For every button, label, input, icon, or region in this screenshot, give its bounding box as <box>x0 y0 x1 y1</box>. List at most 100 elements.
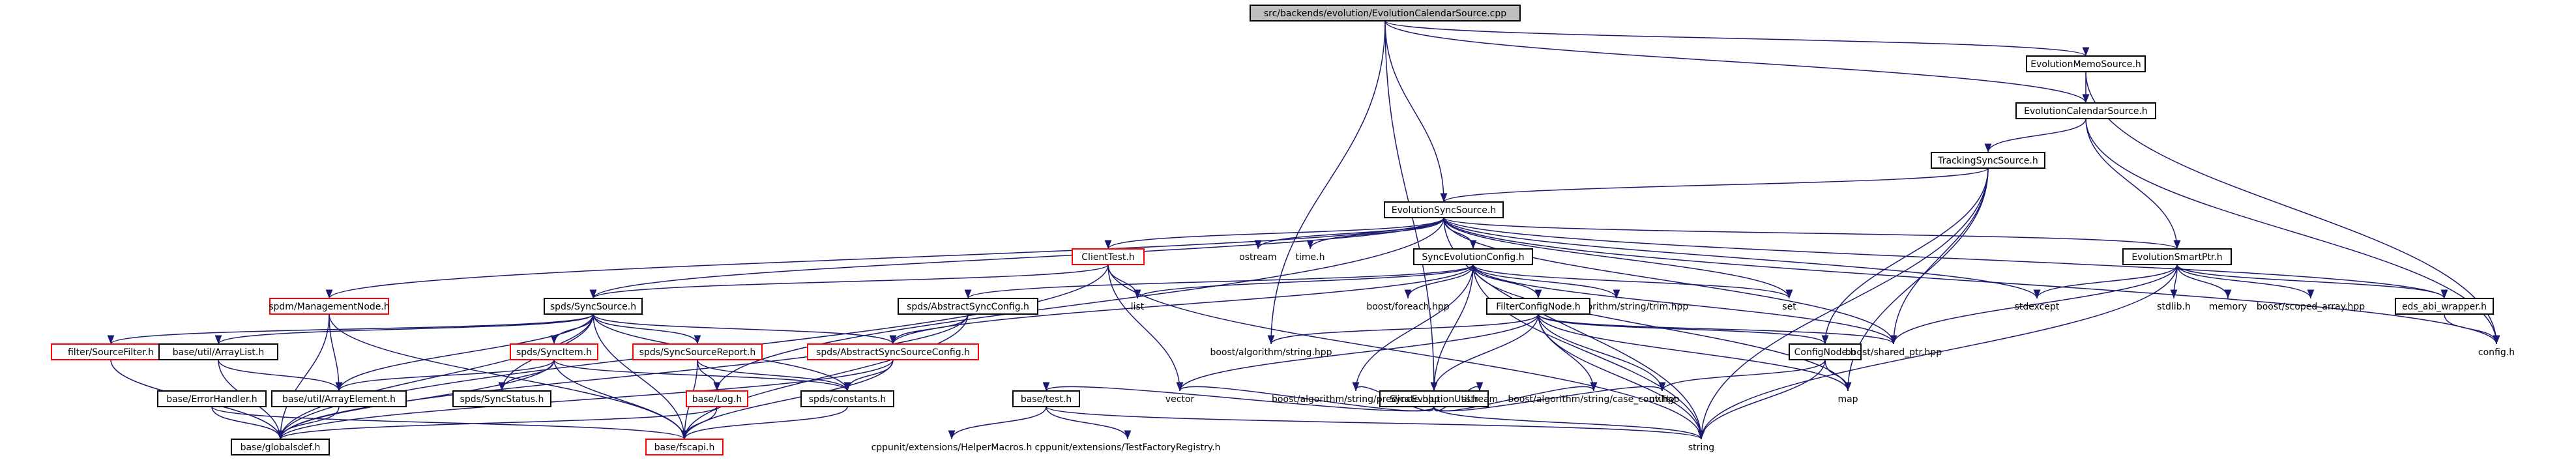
edge-syncevoutil-to-utility <box>1433 382 1666 412</box>
node-label: string <box>1688 442 1714 453</box>
node-box <box>1931 152 2045 169</box>
graph-node-filterconfignode[interactable]: FilterConfigNode.h <box>1486 298 1590 315</box>
graph-node-syncsourcereport[interactable]: spds/SyncSourceReport.h <box>632 343 763 360</box>
node-box <box>1012 390 1080 407</box>
node-label: spds/AbstractSyncConfig.h <box>907 302 1029 312</box>
edge-filterconfignode-to-map <box>1538 313 1852 392</box>
graph-node-globaldef[interactable]: base/globalsdef.h <box>231 439 330 455</box>
edge-evsync-to-clienttest <box>1104 217 1444 250</box>
node-label: EvolutionCalendarSource.h <box>2024 106 2148 117</box>
graph-node-confignode[interactable]: ConfigNode.h <box>1789 343 1862 360</box>
graph-node-predicate: boost/algorithm/string/predicate.hpp <box>1272 394 1440 405</box>
node-label: base/fscapi.h <box>654 442 715 453</box>
edge-basetest-to-helpermacros <box>948 406 1047 440</box>
node-label: vector <box>1165 394 1195 405</box>
graph-node-abssyncsourceconfig[interactable]: spds/AbstractSyncSourceConfig.h <box>807 343 979 360</box>
node-label: ostream <box>1239 252 1277 263</box>
graph-node-boostalgostring: boost/algorithm/string.hpp <box>1210 347 1332 358</box>
edge-filterconfignode-to-syncevoutil <box>1430 313 1539 392</box>
node-label: base/test.h <box>1021 394 1072 405</box>
edge-abssyncsourceconfig-to-globaldef <box>276 359 894 440</box>
graph-node-arrayelement[interactable]: base/util/ArrayElement.h <box>271 390 407 407</box>
edge-constants-to-fscapi <box>681 406 848 440</box>
node-label: spds/SyncItem.h <box>516 347 592 358</box>
node-label: base/util/ArrayElement.h <box>282 394 396 405</box>
graph-node-syncevoutil[interactable]: SyncEvolutionUtil.h <box>1379 390 1489 407</box>
node-label: base/globalsdef.h <box>241 442 321 453</box>
graph-node-filtersource[interactable]: filter/SourceFilter.h <box>51 343 171 360</box>
edge-basetest-to-testfactory <box>1046 406 1132 440</box>
graph-node-logh[interactable]: base/Log.h <box>686 390 748 407</box>
edge-root-to-evsync <box>1384 20 1448 203</box>
graph-node-root[interactable]: src/backends/evolution/EvolutionCalendar… <box>1250 5 1521 22</box>
node-label: boost/algorithm/string/case_conv.hpp <box>1508 394 1679 405</box>
node-label: SyncEvolutionConfig.h <box>1422 252 1524 263</box>
edge-evsync-to-spdssyncsource <box>589 217 1444 299</box>
edge-syncitem-to-arrayelement <box>335 359 555 392</box>
edge-basetest-to-string <box>1046 406 1705 440</box>
graph-node-evsync[interactable]: EvolutionSyncSource.h <box>1384 201 1504 218</box>
node-box <box>452 390 551 407</box>
node-box <box>544 298 643 315</box>
edge-memo-to-configh <box>2085 71 2500 345</box>
node-box <box>645 439 724 455</box>
node-box <box>1250 5 1521 22</box>
edge-evsync-to-stdexcept <box>1443 217 2041 299</box>
node-label: list <box>1131 302 1145 312</box>
graph-node-syncstatus[interactable]: spds/SyncStatus.h <box>452 390 551 407</box>
node-label: set <box>1782 302 1796 312</box>
edge-syncevoconfig-to-boostforeach <box>1404 264 1474 299</box>
graph-node-syncevoconfig[interactable]: SyncEvolutionConfig.h <box>1413 248 1533 265</box>
graph-node-evsmartptr[interactable]: EvolutionSmartPtr.h <box>2122 248 2232 265</box>
edge-syncevoconfig-to-list <box>1134 264 1474 299</box>
graph-node-scopedarray: boost/scoped_array.hpp <box>2257 302 2365 312</box>
edge-evsync-to-evsmartptr <box>1443 217 2180 250</box>
graph-node-spdssyncsource[interactable]: spds/SyncSource.h <box>544 298 643 315</box>
graph-node-mgmtnode[interactable]: spdm/ManagementNode.h <box>269 298 390 315</box>
edge-evsync-to-sharedptr <box>1443 217 1897 345</box>
node-label: spds/SyncSourceReport.h <box>639 347 756 358</box>
graph-node-memory: memory <box>2209 302 2247 312</box>
edge-spdssyncsource-to-filtersource <box>107 313 594 345</box>
edge-syncevoconfig-to-abssyncconfig <box>964 264 1474 299</box>
node-box <box>51 343 171 360</box>
edges-layer <box>107 20 2500 440</box>
edge-filterconfignode-to-boostalgostring <box>1267 313 1539 345</box>
node-label: boost/shared_ptr.hpp <box>1845 347 1942 358</box>
edge-logh-to-globaldef <box>276 406 718 440</box>
edge-spdssyncsource-to-arrayelement <box>335 313 594 392</box>
graph-node-syncitem[interactable]: spds/SyncItem.h <box>510 343 598 360</box>
node-box <box>1379 390 1489 407</box>
node-box <box>1384 201 1504 218</box>
edge-evsmartptr-to-stdexcept <box>2033 264 2178 299</box>
node-box <box>510 343 598 360</box>
graph-node-abssyncconfig[interactable]: spds/AbstractSyncConfig.h <box>898 298 1038 315</box>
graph-node-errorhandler[interactable]: base/ErrorHandler.h <box>157 390 267 407</box>
graph-node-basetest[interactable]: base/test.h <box>1012 390 1080 407</box>
graph-node-constants[interactable]: spds/constants.h <box>800 390 894 407</box>
graph-node-timeh: time.h <box>1296 252 1325 263</box>
graph-node-memo[interactable]: EvolutionMemoSource.h <box>2026 55 2146 72</box>
edge-tracking-to-evsync <box>1440 167 1989 203</box>
edge-syncsourcereport-to-constants <box>697 359 851 392</box>
node-label: EvolutionSyncSource.h <box>1392 205 1496 216</box>
graph-node-tracking[interactable]: TrackingSyncSource.h <box>1931 152 2045 169</box>
node-label: base/ErrorHandler.h <box>166 394 257 405</box>
node-label: SyncEvolutionUtil.h <box>1390 394 1478 405</box>
graph-node-edsabi[interactable]: eds_abi_wrapper.h <box>2395 298 2494 315</box>
graph-node-arraylist[interactable]: base/util/ArrayList.h <box>158 343 278 360</box>
node-label: stdlib.h <box>2157 302 2191 312</box>
node-label: time.h <box>1296 252 1325 263</box>
node-label: map <box>1837 394 1858 405</box>
node-label: spds/AbstractSyncSourceConfig.h <box>816 347 970 358</box>
graph-node-clienttest[interactable]: ClientTest.h <box>1072 248 1145 265</box>
graph-node-helpermacros: cppunit/extensions/HelperMacros.h <box>871 442 1032 453</box>
node-label: base/util/ArrayList.h <box>173 347 264 358</box>
graph-node-fscapi[interactable]: base/fscapi.h <box>645 439 724 455</box>
graph-node-cal[interactable]: EvolutionCalendarSource.h <box>2015 102 2156 119</box>
graph-node-map: map <box>1837 394 1858 405</box>
edge-arraylist-to-arrayelement <box>218 359 343 392</box>
edge-filterconfignode-to-utility <box>1538 313 1666 392</box>
edge-syncitem-to-globaldef <box>276 359 555 440</box>
edge-root-to-memo <box>1384 20 2089 57</box>
